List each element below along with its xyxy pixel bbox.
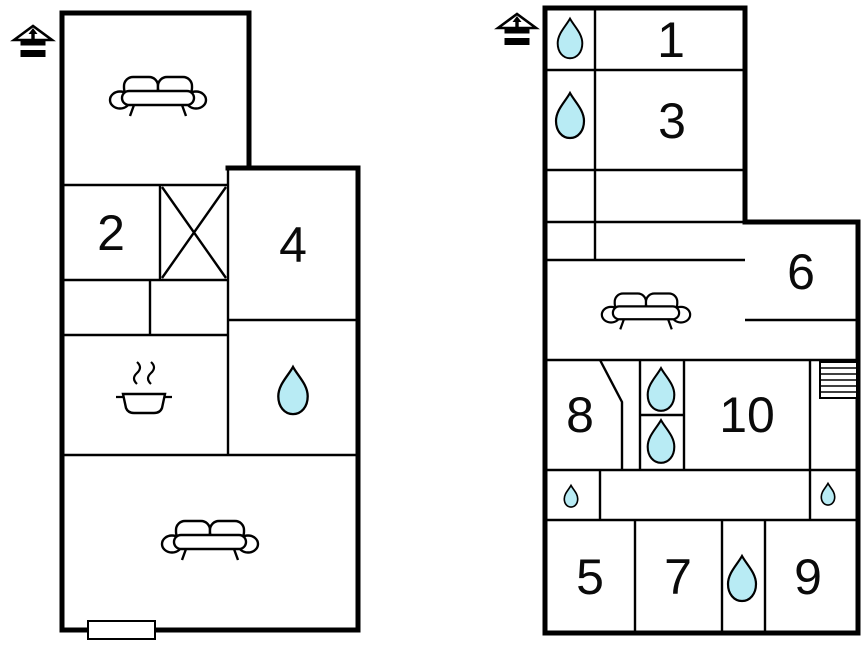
room-label-9: 9 bbox=[794, 549, 822, 605]
room-label-4: 4 bbox=[279, 217, 307, 273]
room-label-2: 2 bbox=[97, 205, 125, 261]
entrance-house-icon bbox=[496, 12, 538, 47]
water-drop-icon bbox=[554, 91, 586, 140]
window-opening bbox=[87, 620, 156, 640]
sofa-icon bbox=[160, 519, 260, 562]
floor-plan-left: 2 4 bbox=[12, 10, 361, 640]
sofa-icon bbox=[600, 292, 692, 331]
room-label-5: 5 bbox=[576, 549, 604, 605]
room-label-3: 3 bbox=[658, 93, 686, 149]
water-drop-small-icon bbox=[563, 484, 579, 508]
sofa-icon bbox=[108, 75, 208, 118]
exterior-wall bbox=[542, 5, 861, 636]
room-label-8: 8 bbox=[566, 387, 594, 443]
water-drop-icon bbox=[646, 419, 676, 464]
water-drop-icon bbox=[277, 365, 309, 416]
entrance-house-icon bbox=[12, 24, 54, 59]
room-label-1: 1 bbox=[657, 12, 685, 68]
floor-plan-right: 1 3 6 8 10 5 7 9 bbox=[496, 5, 861, 636]
water-drop-icon bbox=[556, 17, 584, 60]
water-drop-icon bbox=[726, 554, 758, 603]
stove-icon bbox=[114, 360, 174, 415]
exterior-wall bbox=[59, 10, 361, 633]
room-label-6: 6 bbox=[787, 244, 815, 300]
interior-walls bbox=[62, 168, 358, 457]
interior-walls bbox=[545, 8, 858, 633]
water-drop-icon bbox=[646, 367, 676, 412]
water-drop-small-icon bbox=[820, 482, 836, 506]
room-label-7: 7 bbox=[664, 549, 692, 605]
radiator-icon bbox=[819, 361, 858, 399]
room-label-10: 10 bbox=[719, 387, 775, 443]
crossed-square-icon bbox=[161, 186, 227, 279]
